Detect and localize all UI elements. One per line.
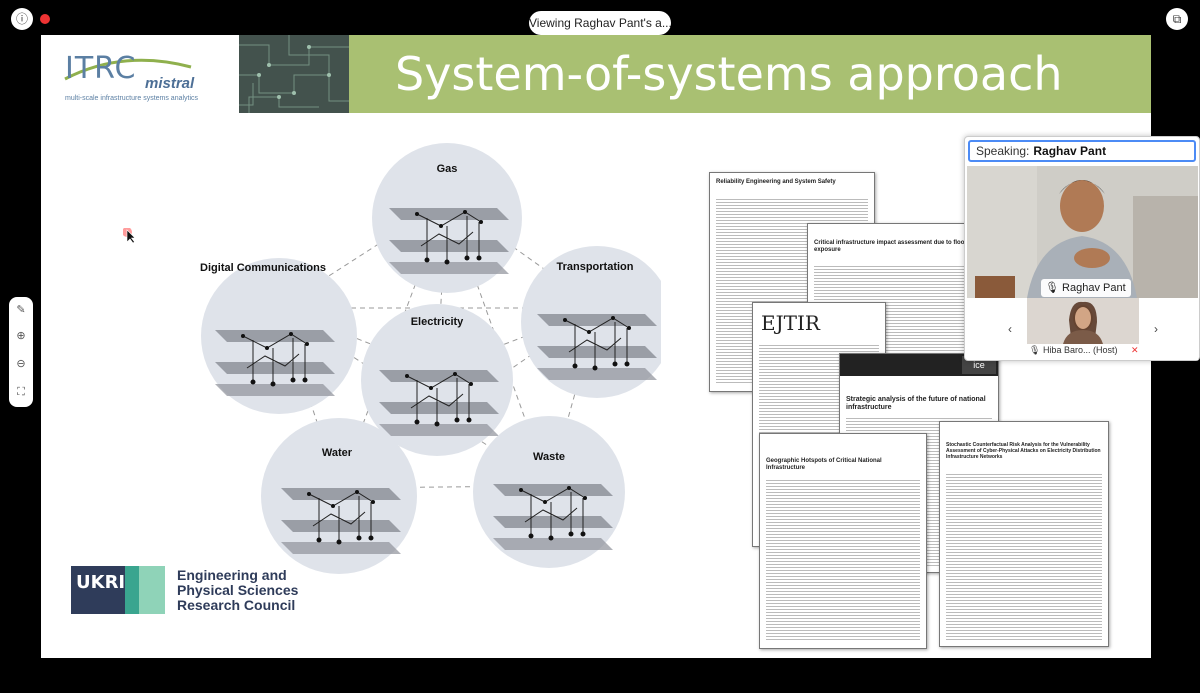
mouse-cursor-icon xyxy=(123,228,136,244)
node-water: Water xyxy=(261,418,417,574)
node-label-waste: Waste xyxy=(533,451,565,463)
previous-participants-chevron-icon[interactable]: ‹ xyxy=(1008,322,1012,336)
recording-indicator-icon xyxy=(40,14,50,24)
node-label-gas: Gas xyxy=(437,163,458,175)
itrc-logo: ITRC mistral multi-scale infrastructure … xyxy=(41,35,239,113)
epsrc-name: Engineering and Physical Sciences Resear… xyxy=(177,567,299,613)
annotation-tool-rail: ✎ ⊕ ⊖ ⛶ xyxy=(9,297,33,407)
zoom-in-icon[interactable]: ⊕ xyxy=(16,330,26,342)
node-electricity: Electricity xyxy=(361,304,513,456)
participant-thumbnails: ‹ 🎙 Hiba Baro... (Host) ✕ › xyxy=(967,298,1198,360)
bottom-bar xyxy=(0,658,1200,693)
slide-header: ITRC mistral multi-scale infrastructure … xyxy=(41,35,1151,113)
logo-sub: mistral xyxy=(145,75,195,92)
zoom-out-icon[interactable]: ⊖ xyxy=(16,358,26,370)
node-waste: Waste xyxy=(473,416,625,568)
top-bar: ⓘ Viewing Raghav Pant's a... ⧉ xyxy=(0,0,1200,35)
circuit-board-image xyxy=(239,35,349,113)
viewing-screen-pill[interactable]: Viewing Raghav Pant's a... xyxy=(529,11,671,35)
node-label-water: Water xyxy=(322,447,353,459)
paper-stochastic-risk: Stochastic Counterfactual Risk Analysis … xyxy=(939,421,1109,647)
host-video-frame xyxy=(1027,298,1139,344)
logo-tagline: multi-scale infrastructure systems analy… xyxy=(65,95,199,102)
node-digital-communications: Digital Communications xyxy=(200,258,357,414)
system-of-systems-diagram: Gas Digital Communications Transportatio… xyxy=(200,143,661,574)
speaker-name-tag: 🎙 Raghav Pant xyxy=(1041,279,1131,297)
title-band: System-of-systems approach xyxy=(349,35,1151,113)
annotate-icon[interactable]: ✎ xyxy=(16,304,26,316)
logo-swoosh-icon xyxy=(64,58,192,81)
ukri-logo: UKRI xyxy=(71,566,165,614)
participant-label: 🎙 Hiba Baro... (Host) xyxy=(1029,345,1118,355)
node-label-digital: Digital Communications xyxy=(200,262,326,274)
info-icon[interactable]: ⓘ xyxy=(11,8,33,30)
slide-title: System-of-systems approach xyxy=(395,47,1063,101)
logo-main: ITRC xyxy=(65,51,137,86)
participant-thumbnail-video[interactable] xyxy=(1027,298,1139,344)
node-label-electricity: Electricity xyxy=(411,316,464,328)
node-transportation: Transportation xyxy=(521,246,661,398)
next-participants-chevron-icon[interactable]: › xyxy=(1154,322,1158,336)
speaking-indicator: Speaking:Raghav Pant xyxy=(968,140,1196,162)
fit-screen-icon[interactable]: ⛶ xyxy=(17,386,25,398)
muted-mic-icon: ✕ xyxy=(1131,345,1139,355)
active-speaker-video[interactable]: 🎙 Raghav Pant xyxy=(967,166,1198,298)
node-gas: Gas xyxy=(372,143,522,293)
paper-geographic-hotspots: Geographic Hotspots of Critical National… xyxy=(759,433,927,649)
node-label-transportation: Transportation xyxy=(556,261,633,273)
popout-icon[interactable]: ⧉ xyxy=(1166,8,1188,30)
ukri-logo-text: UKRI xyxy=(76,572,125,593)
speaker-panel[interactable]: Speaking:Raghav Pant 🎙 Raghav Pant ‹ 🎙 xyxy=(964,136,1200,361)
